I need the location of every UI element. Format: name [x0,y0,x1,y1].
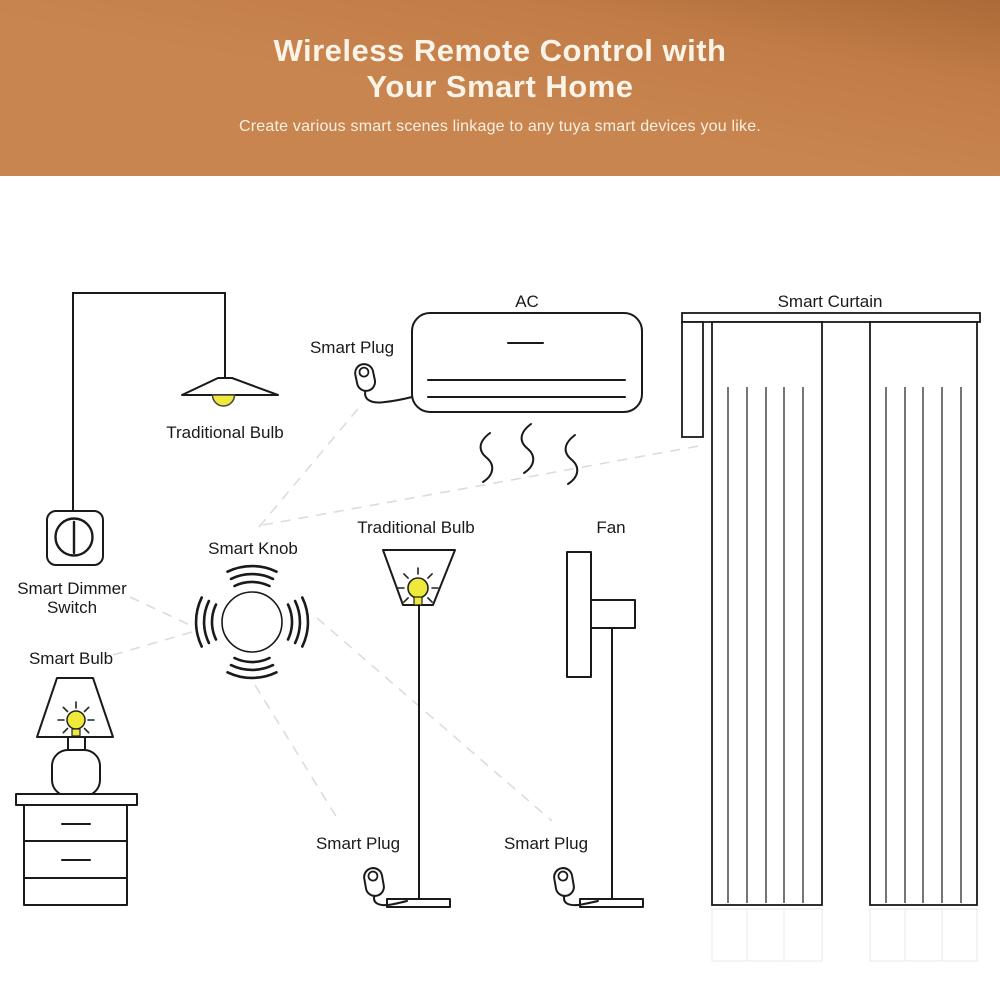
link-dimmer-to-knob [129,596,193,627]
ac-unit-icon: AC [411,292,643,485]
floor-lamp-bulb-icon [397,567,439,606]
smart-bulb-bulb-icon [57,701,95,737]
link-knob-to-lamp-plug [254,684,340,822]
smart-bulb-label: Smart Bulb [29,649,113,668]
curtain-panel-right [869,321,978,906]
ac-label: AC [515,292,539,311]
ac-airflow-icon [479,423,579,485]
fan-icon: Fan [566,518,644,908]
smart-dimmer-switch-icon: Smart Dimmer Switch [17,510,127,617]
wireless-waves-right-icon [286,596,310,648]
linkage-lines [112,403,700,822]
wireless-waves-top-icon [226,564,278,588]
wireless-waves-bottom-icon [226,656,278,680]
smart-curtain-icon: Smart Curtain [681,292,981,962]
banner-title-line1: Wireless Remote Control with [273,33,727,68]
fan-label: Fan [596,518,625,537]
floor-bulb-label: Traditional Bulb [357,518,475,537]
smart-bulb-lamp-icon: Smart Bulb [15,649,138,906]
smart-knob-label: Smart Knob [208,539,298,558]
link-knob-to-fan-plug [316,617,553,822]
smart-curtain-label: Smart Curtain [778,292,883,311]
smart-home-diagram: Traditional Bulb Smart Dimmer Switch Sma… [15,292,981,962]
pendant-bulb-icon [211,394,236,407]
curtain-panel-left [711,321,823,906]
link-smartbulb-to-knob [112,631,193,656]
banner-title-line2: Your Smart Home [366,69,634,104]
wireless-waves-left-icon [194,596,218,648]
smart-plug-fan-icon: Smart Plug [504,834,599,907]
smart-plug-lamp-icon: Smart Plug [316,834,408,907]
floor-lamp-icon: Traditional Bulb [357,518,475,908]
pendant-bulb-label: Traditional Bulb [166,423,284,442]
dimmer-label-line1: Smart Dimmer [17,579,127,598]
curtain-motor [681,321,704,438]
pendant-lamp-icon: Traditional Bulb [72,292,284,512]
smart-plug-ac-label: Smart Plug [310,338,394,357]
banner-subtitle: Create various smart scenes linkage to a… [239,118,761,135]
curtain-reflection [711,908,978,962]
dimmer-label-line2: Switch [47,598,97,617]
smart-plug-ac-icon: Smart Plug [310,338,413,404]
link-knob-to-ac-plug [258,403,363,528]
link-knob-to-curtain [262,445,700,526]
curtain-rail [681,312,981,323]
nightstand-icon [15,793,138,906]
smart-plug-fan-label: Smart Plug [504,834,588,853]
smart-plug-lamp-label: Smart Plug [316,834,400,853]
smart-knob-icon: Smart Knob [194,539,310,680]
